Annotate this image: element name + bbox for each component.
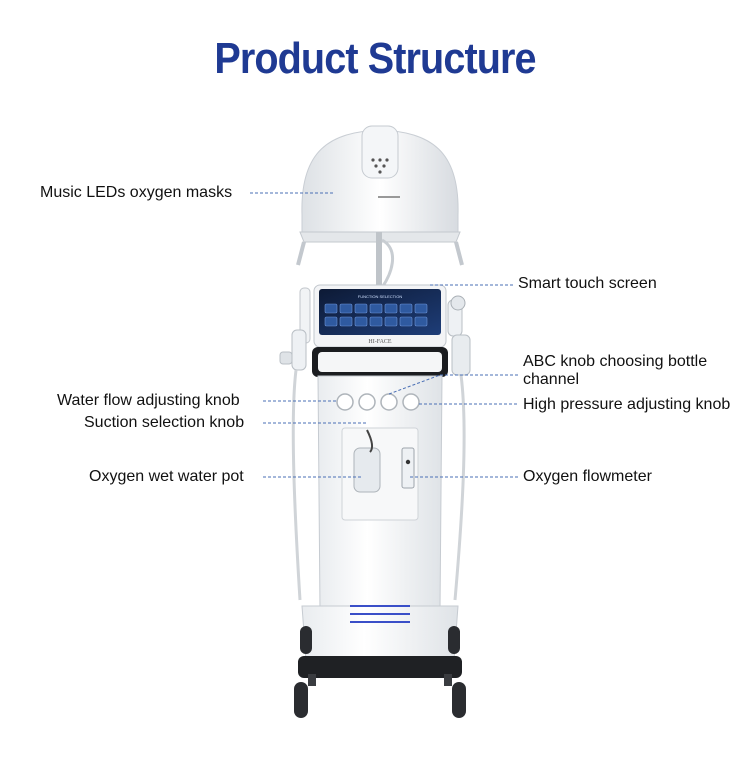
label-abc-knob-2: channel bbox=[523, 371, 580, 388]
water-pot-recess bbox=[341, 427, 419, 521]
left-handpiece bbox=[279, 287, 311, 601]
smart-touch-screen: FUNCTION SELECTION HI-FACE bbox=[313, 284, 447, 348]
label-smart-touch: Smart touch screen bbox=[518, 275, 657, 292]
label-abc-knob-1: ABC knob choosing bottle bbox=[523, 353, 708, 370]
label-high-pressure: High pressure adjusting knob bbox=[523, 396, 731, 413]
led-mask bbox=[296, 125, 464, 266]
machine-body bbox=[298, 375, 462, 678]
screen-header: FUNCTION SELECTION bbox=[358, 294, 403, 299]
leader-lines bbox=[250, 192, 519, 478]
wheels bbox=[294, 626, 466, 718]
label-suction: Suction selection knob bbox=[84, 414, 245, 431]
knob-row bbox=[336, 393, 420, 411]
page-title: Product Structure bbox=[214, 34, 536, 83]
label-oxygen-pot: Oxygen wet water pot bbox=[89, 468, 244, 485]
mask-pole bbox=[376, 232, 382, 290]
label-flowmeter: Oxygen flowmeter bbox=[523, 468, 652, 485]
accent-stripes bbox=[350, 605, 410, 623]
right-handpiece bbox=[447, 295, 471, 601]
label-music-leds: Music LEDs oxygen masks bbox=[40, 184, 233, 201]
screen-brand: HI-FACE bbox=[368, 339, 392, 345]
label-water-flow: Water flow adjusting knob bbox=[57, 392, 240, 409]
